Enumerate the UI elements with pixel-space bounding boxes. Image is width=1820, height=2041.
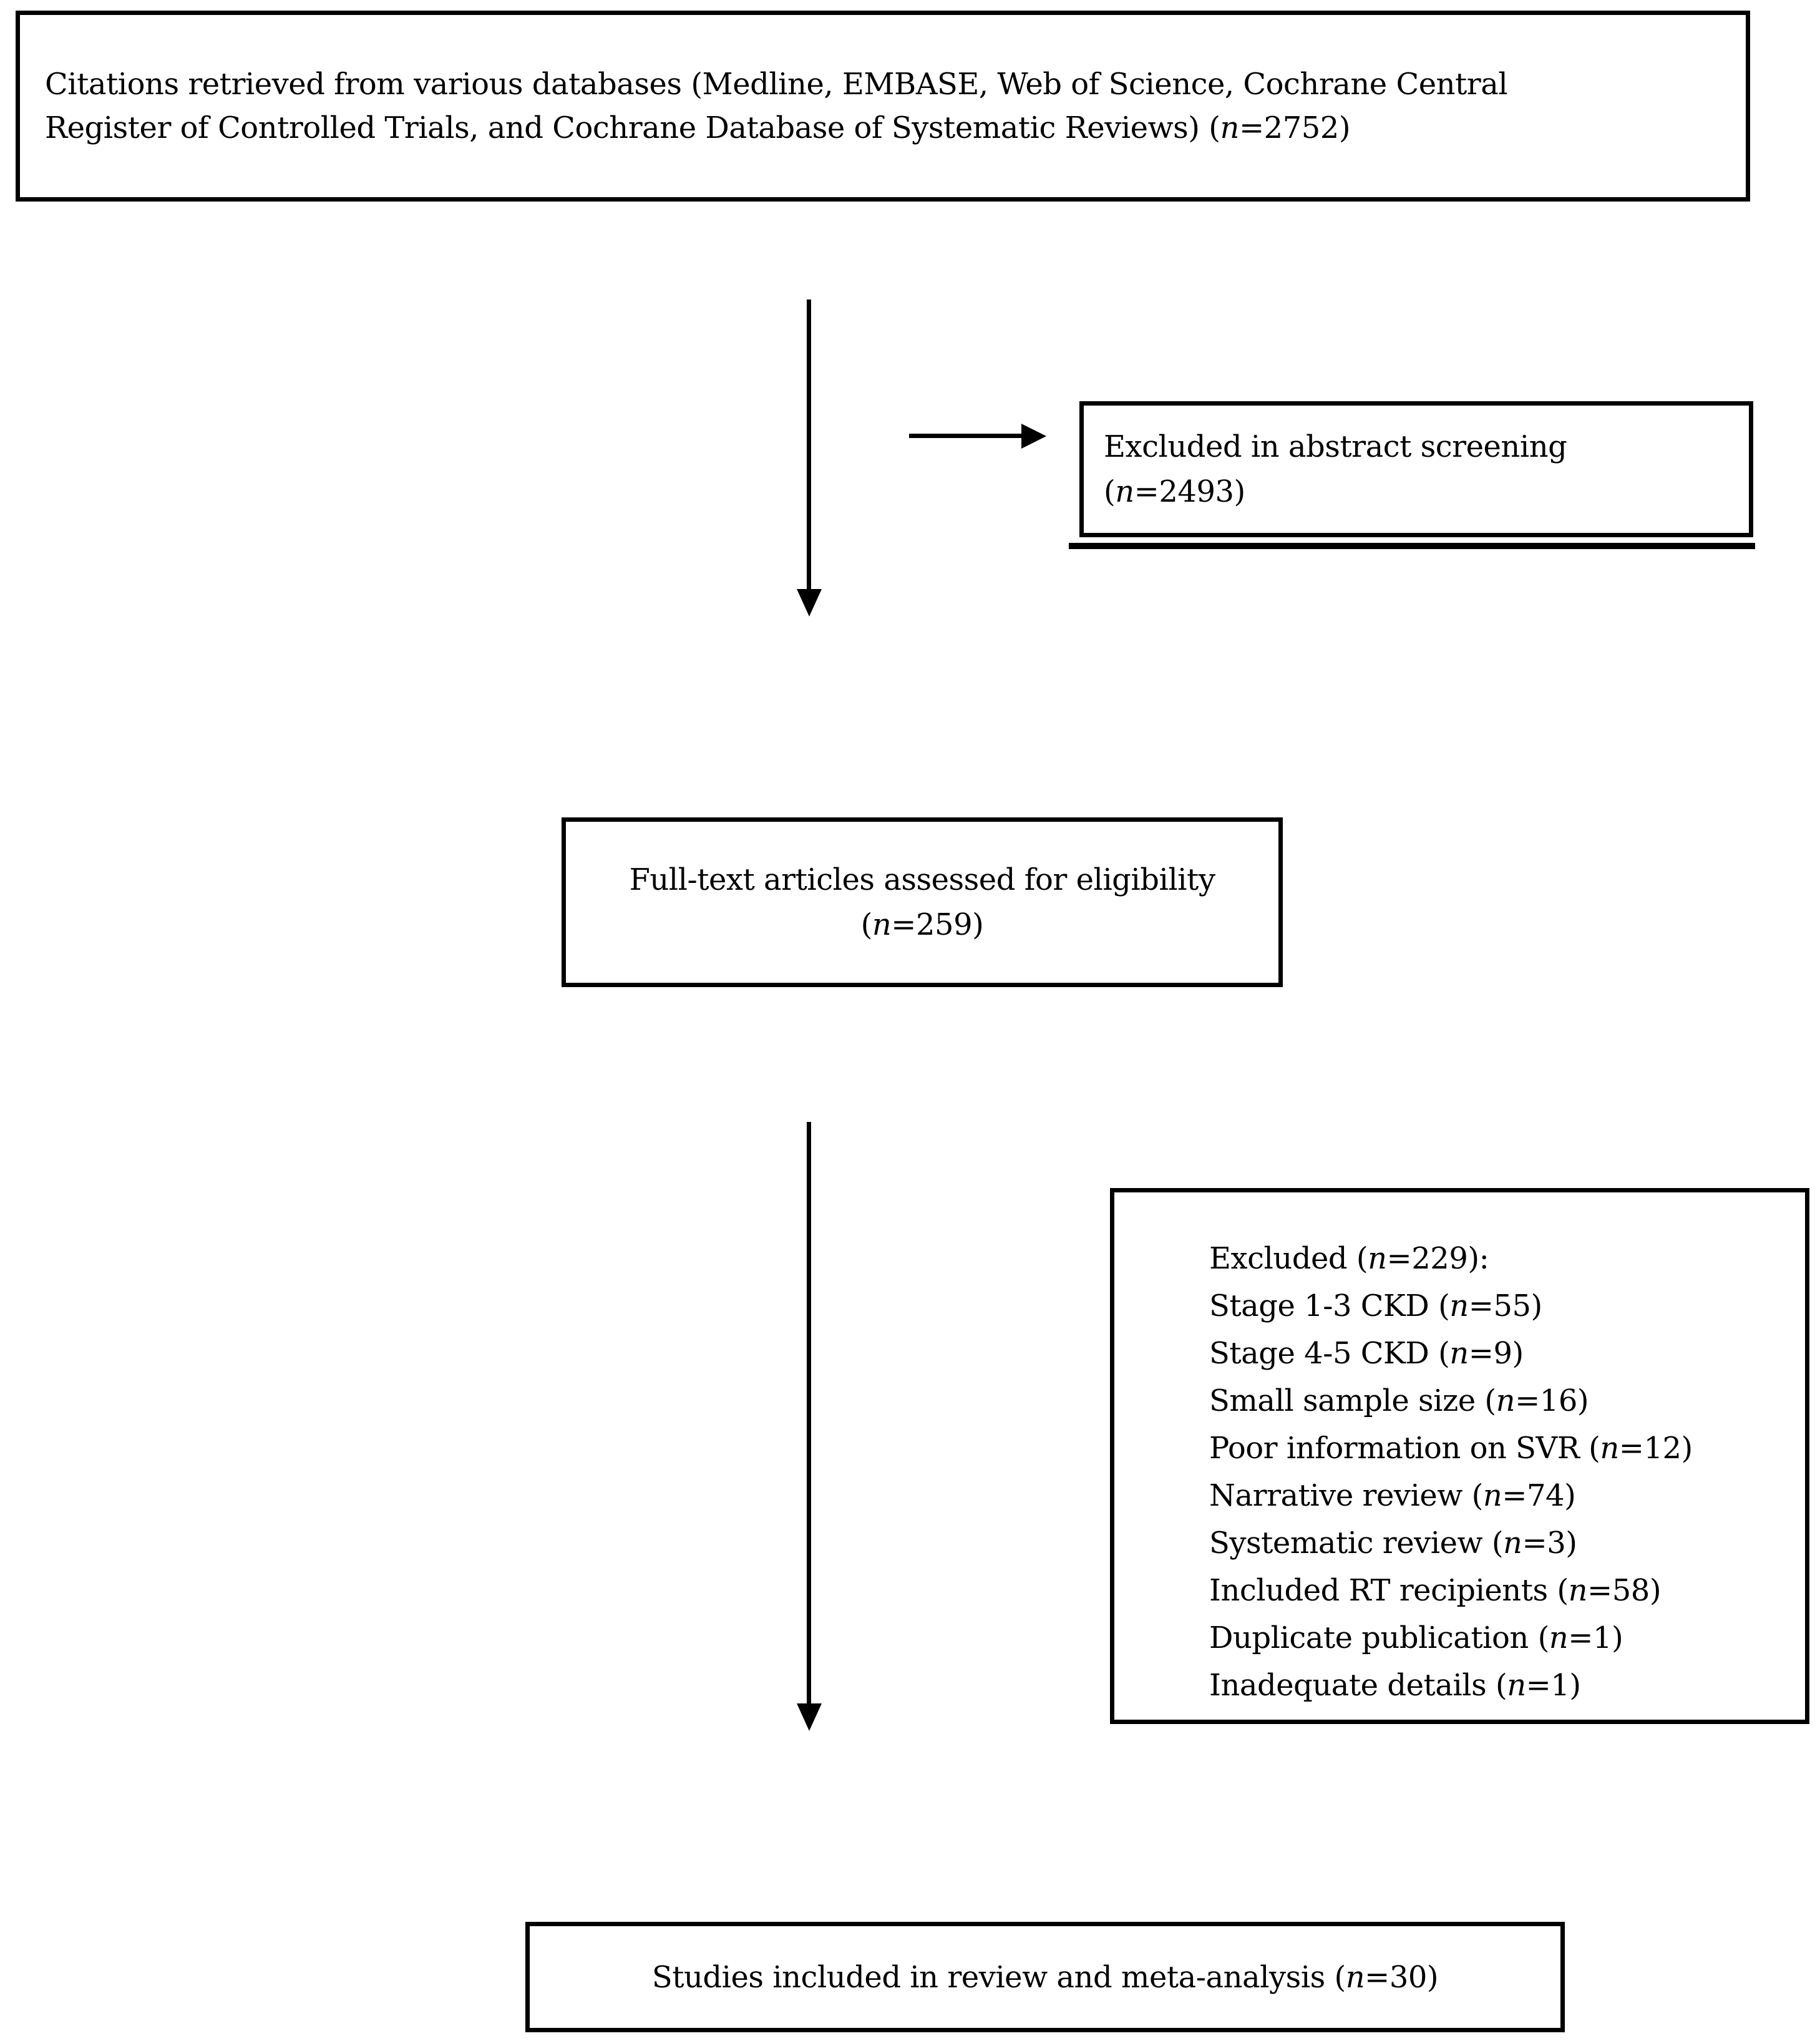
arrow-down-1-shaft bbox=[807, 300, 811, 589]
text-segment: n bbox=[1449, 1288, 1469, 1323]
text-segment: n bbox=[1600, 1431, 1619, 1466]
text-line: Included RT recipients (n=58) bbox=[1209, 1567, 1693, 1614]
text-segment: Included RT recipients ( bbox=[1209, 1573, 1569, 1608]
text-line: Stage 4-5 CKD (n=9) bbox=[1209, 1330, 1693, 1377]
text-line: Systematic review (n=3) bbox=[1209, 1519, 1693, 1567]
text-segment: n bbox=[1368, 1241, 1387, 1276]
text-segment: =58) bbox=[1587, 1573, 1662, 1608]
text-line: Full-text articles assessed for eligibil… bbox=[630, 857, 1215, 902]
text-line: Poor information on SVR (n=12) bbox=[1209, 1425, 1693, 1472]
text-segment: n bbox=[1507, 1668, 1526, 1703]
excluded-fulltext-text: Excluded (n=229):Stage 1-3 CKD (n=55)Sta… bbox=[1209, 1235, 1693, 1709]
text-segment: Poor information on SVR ( bbox=[1209, 1431, 1600, 1466]
citations-text: Citations retrieved from various databas… bbox=[45, 62, 1508, 150]
text-segment: Narrative review ( bbox=[1209, 1478, 1483, 1513]
text-segment: n bbox=[1503, 1526, 1522, 1561]
text-line: Studies included in review and meta-anal… bbox=[651, 1955, 1439, 2000]
fulltext-text: Full-text articles assessed for eligibil… bbox=[630, 857, 1215, 947]
excluded-abstract-text: Excluded in abstract screening (n=2493) bbox=[1104, 424, 1567, 514]
text-segment: =74) bbox=[1502, 1478, 1576, 1513]
text-segment: n bbox=[1115, 474, 1134, 509]
arrow-down-2-head-icon bbox=[797, 1703, 822, 1731]
text-line: Register of Controlled Trials, and Cochr… bbox=[45, 106, 1507, 150]
text-line: Citations retrieved from various databas… bbox=[45, 62, 1508, 106]
text-segment: =12) bbox=[1618, 1431, 1693, 1466]
text-line: Small sample size (n=16) bbox=[1209, 1377, 1693, 1425]
text-segment: n bbox=[1449, 1336, 1469, 1371]
arrow-down-1-head-icon bbox=[797, 589, 822, 616]
text-segment: Duplicate publication ( bbox=[1209, 1620, 1549, 1655]
text-line: Excluded (n=229): bbox=[1209, 1235, 1693, 1282]
fulltext-box: Full-text articles assessed for eligibil… bbox=[562, 817, 1283, 987]
arrow-down-2-shaft bbox=[807, 1122, 811, 1703]
text-line: Narrative review (n=74) bbox=[1209, 1472, 1693, 1519]
text-line: (n=259) bbox=[630, 902, 1215, 947]
text-segment: Systematic review ( bbox=[1209, 1526, 1504, 1561]
text-segment: =229): bbox=[1386, 1241, 1489, 1276]
text-segment: Citations retrieved from various databas… bbox=[45, 67, 1508, 102]
text-line: Inadequate details (n=1) bbox=[1209, 1662, 1693, 1709]
text-segment: Full-text articles assessed for eligibil… bbox=[629, 862, 1215, 897]
text-segment: =30) bbox=[1365, 1959, 1439, 1995]
text-segment: n bbox=[1568, 1573, 1588, 1608]
text-line: Excluded in abstract screening bbox=[1104, 424, 1567, 469]
included-text: Studies included in review and meta-anal… bbox=[651, 1955, 1439, 2000]
text-segment: n bbox=[872, 907, 892, 942]
arrow-right-shaft bbox=[909, 434, 1021, 438]
text-segment: n bbox=[1496, 1383, 1516, 1418]
citations-box: Citations retrieved from various databas… bbox=[16, 11, 1750, 202]
text-segment: =9) bbox=[1468, 1336, 1524, 1371]
arrow-right-head-icon bbox=[1021, 424, 1046, 449]
text-segment: ( bbox=[1104, 474, 1116, 509]
text-segment: Excluded ( bbox=[1209, 1241, 1368, 1276]
text-segment: Inadequate details ( bbox=[1209, 1668, 1507, 1703]
text-segment: Small sample size ( bbox=[1209, 1383, 1496, 1418]
text-segment: n bbox=[1482, 1478, 1502, 1513]
included-box: Studies included in review and meta-anal… bbox=[525, 1922, 1565, 2032]
text-line: (n=2493) bbox=[1104, 469, 1567, 514]
text-segment: =2752) bbox=[1238, 110, 1351, 145]
text-segment: =55) bbox=[1468, 1288, 1543, 1323]
text-segment: Stage 1-3 CKD ( bbox=[1209, 1288, 1450, 1323]
excluded-abstract-box: Excluded in abstract screening (n=2493) bbox=[1069, 401, 1755, 549]
excluded-fulltext-box: Excluded (n=229):Stage 1-3 CKD (n=55)Sta… bbox=[1110, 1188, 1809, 1724]
text-segment: Register of Controlled Trials, and Cochr… bbox=[45, 110, 1220, 145]
text-segment: n bbox=[1549, 1620, 1569, 1655]
text-line: Duplicate publication (n=1) bbox=[1209, 1614, 1693, 1662]
text-segment: Studies included in review and meta-anal… bbox=[651, 1959, 1346, 1995]
text-segment: n bbox=[1220, 110, 1240, 145]
text-segment: n bbox=[1345, 1959, 1365, 1995]
text-segment: Excluded in abstract screening bbox=[1104, 429, 1567, 464]
text-segment: =1) bbox=[1526, 1668, 1581, 1703]
text-segment: =2493) bbox=[1134, 474, 1246, 509]
text-segment: Stage 4-5 CKD ( bbox=[1209, 1336, 1450, 1371]
text-segment: =3) bbox=[1522, 1526, 1577, 1561]
text-segment: =259) bbox=[891, 907, 984, 942]
text-segment: =1) bbox=[1568, 1620, 1623, 1655]
text-segment: ( bbox=[860, 907, 873, 942]
text-segment: =16) bbox=[1515, 1383, 1589, 1418]
text-line: Stage 1-3 CKD (n=55) bbox=[1209, 1282, 1693, 1330]
